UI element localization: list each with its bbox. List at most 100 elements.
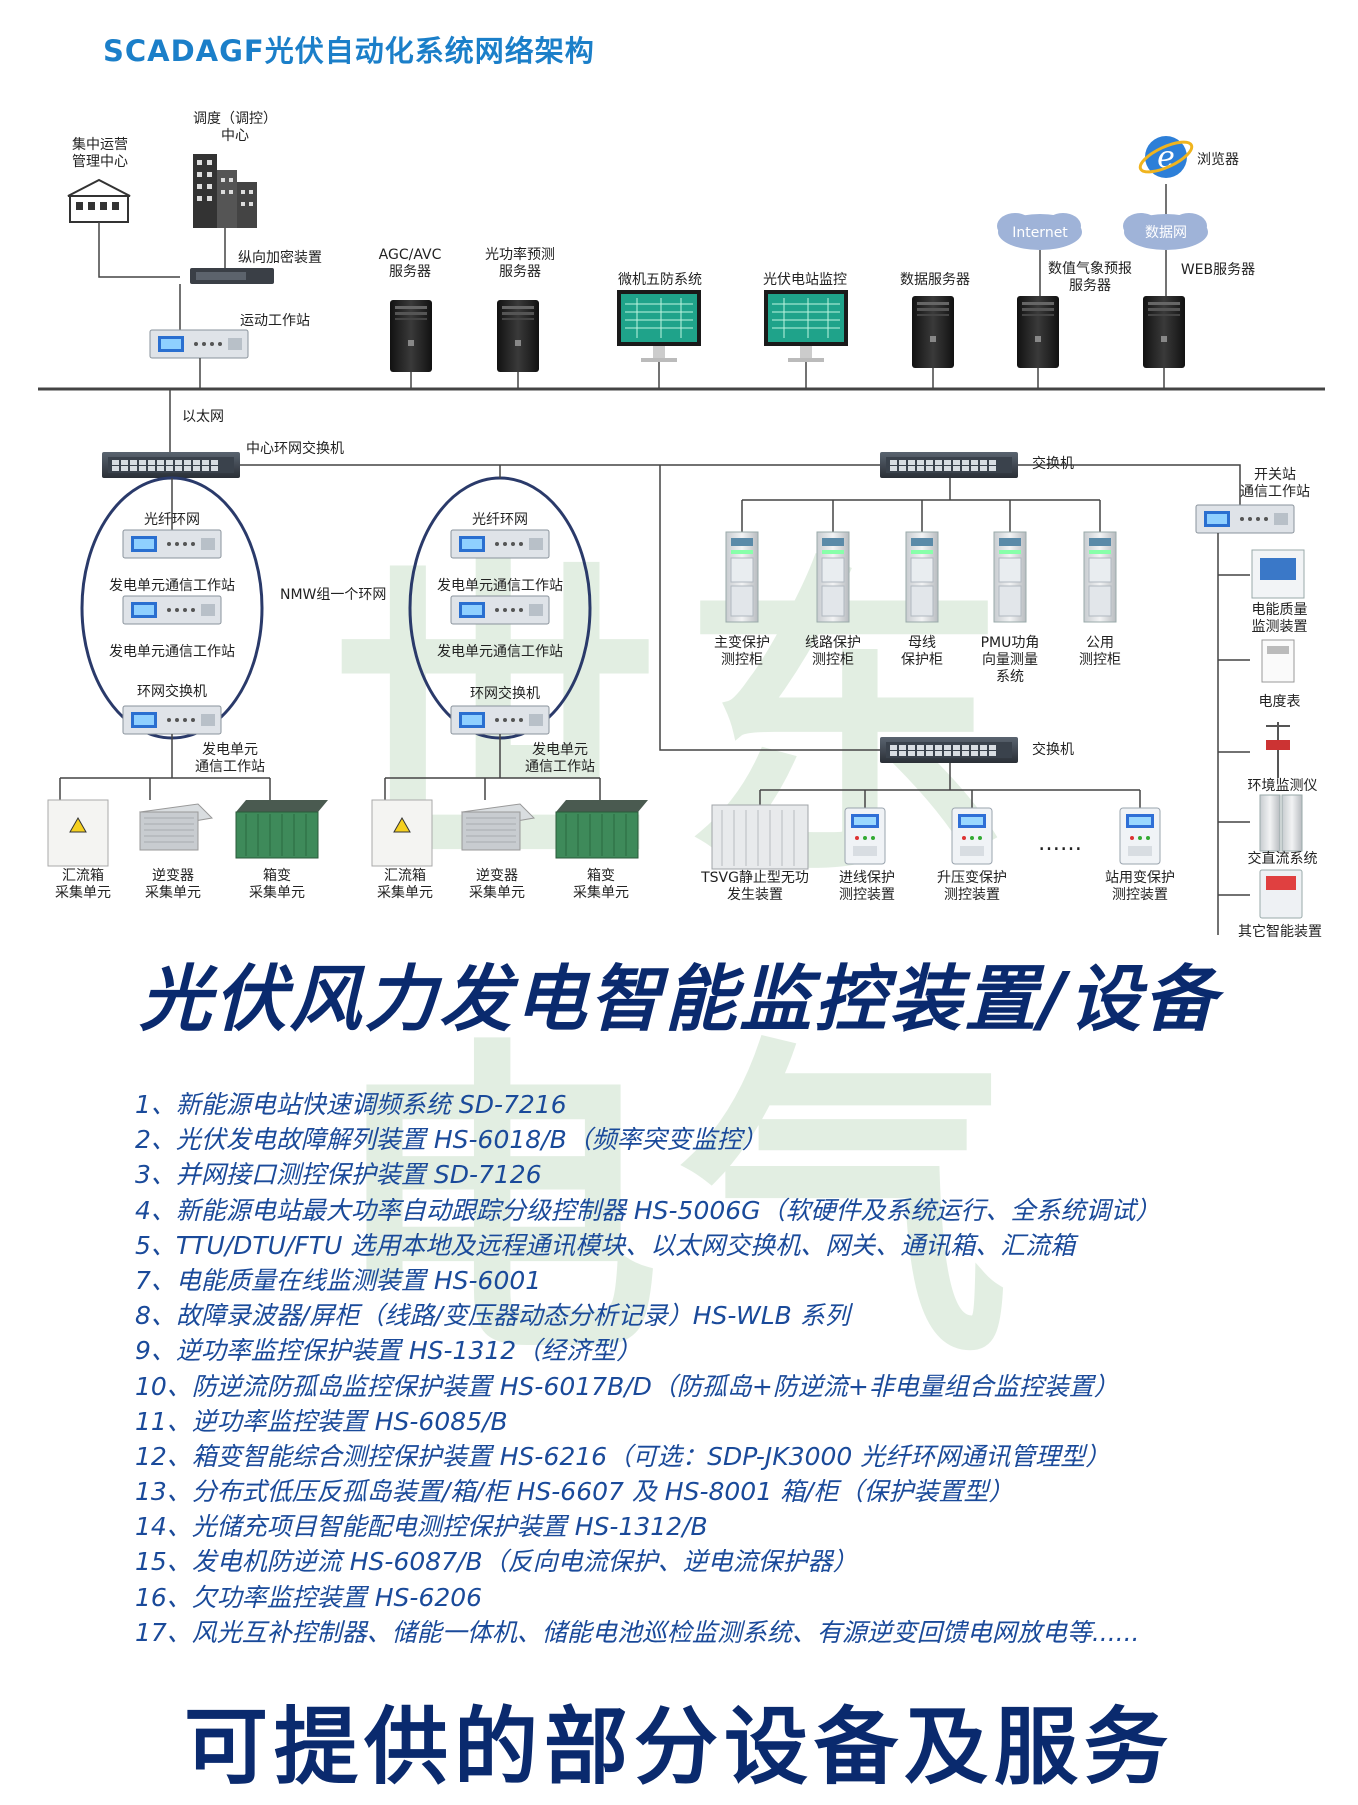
central-switch-label: 中心环网交换机 (246, 441, 344, 457)
datanet-label: 数据网 (1145, 225, 1187, 241)
nmw-label: NMW组一个环网 (280, 587, 387, 603)
data-server-icon (912, 296, 954, 368)
watermark-char: 电 (330, 1013, 660, 1397)
list-item: 5、TTU/DTU/FTU 选用本地及远程通讯模块、以太网交换机、网关、通讯箱、… (135, 1230, 1076, 1260)
list-item: 9、逆功率监控保护装置 HS-1312（经济型） (135, 1336, 642, 1366)
list-item: 12、箱变智能综合测控保护装置 HS-6216（可选：SDP-JK3000 光纤… (135, 1441, 1111, 1471)
telecontrol-label: 运动工作站 (240, 313, 310, 329)
field-left-combiner-label: 汇流箱 采集单元 (55, 868, 111, 901)
cabinet-busbar-icon (905, 531, 939, 623)
pv-monitor-label: 光伏电站监控 (763, 272, 847, 288)
list-item: 7、电能质量在线监测装置 HS-6001 (135, 1265, 542, 1295)
dispatch-building-icon (193, 154, 257, 228)
agc-avc-server-icon (390, 300, 432, 372)
incoming-protection-label: 进线保护 测控装置 (839, 870, 895, 903)
cabinet-label: PMU功角 向量测量 系统 (980, 635, 1040, 685)
cabinet-public-icon (1083, 531, 1117, 623)
ellipsis-label: …… (1038, 831, 1082, 856)
page-title: SCADAGF光伏自动化系统网络架构 (103, 34, 595, 68)
weather-server-icon (1017, 296, 1059, 368)
env-monitor-label: 环境监测仪 (1247, 778, 1318, 794)
list-item: 15、发电机防逆流 HS-6087/B（反向电流保护、逆电流保护器） (135, 1547, 858, 1577)
electric-meter-icon (1261, 639, 1295, 683)
list-item: 16、欠功率监控装置 HS-6206 (135, 1582, 483, 1612)
weather-label: 数值气象预报 服务器 (1048, 261, 1132, 294)
list-item: 13、分布式低压反孤岛装置/箱/柜 HS-6607 及 HS-8001 箱/柜（… (135, 1477, 1014, 1507)
tsvg-device-icon (711, 804, 809, 870)
list-item: 3、并网接口测控保护装置 SD-7126 (135, 1160, 542, 1190)
cabinet-label: 母线 保护柜 (901, 635, 943, 668)
other-devices-label: 其它智能装置 (1238, 924, 1322, 940)
banner-services: 可提供的部分设备及服务 (183, 1698, 1174, 1796)
ring-left-ringswitch-label: 环网交换机 (137, 684, 207, 700)
box-transformer-left-icon (235, 800, 328, 859)
field-right-inverter-label: 逆变器 采集单元 (469, 868, 525, 901)
web-label: WEB服务器 (1180, 262, 1256, 278)
combiner-box-left-icon (47, 799, 109, 867)
box-transformer-right-icon (555, 800, 648, 859)
list-item: 2、光伏发电故障解列装置 HS-6018/B（频率突变监控） (135, 1125, 767, 1155)
ring-right-ring-switch-icon (450, 705, 550, 735)
ring-left-station-2-icon (122, 595, 222, 625)
encrypt-label: 纵向加密装置 (238, 250, 322, 266)
power-quality-label: 电能质量 监测装置 (1251, 602, 1308, 635)
cabinet-pmu-icon (993, 531, 1027, 623)
list-item: 4、新能源电站最大功率自动跟踪分级控制器 HS-5006G（软硬件及系统运行、全… (135, 1195, 1161, 1225)
switch-station-comm-icon (1195, 504, 1295, 534)
data-server-label: 数据服务器 (900, 272, 970, 288)
cabinet-line-protection-icon (816, 531, 850, 623)
acdc-label: 交直流系统 (1247, 851, 1318, 867)
cabinet-label: 主变保护 测控柜 (714, 635, 770, 668)
ring-right-station-2-icon (450, 595, 550, 625)
ring-right-station1-label: 发电单元通信工作站 (437, 578, 563, 594)
cabinet-main-transformer-icon (725, 531, 759, 623)
central-ring-switch-icon (102, 452, 240, 478)
meter-label: 电度表 (1258, 694, 1301, 710)
list-item: 8、故障录波器/屏柜（线路/变压器动态分析记录）HS-WLB 系列 (135, 1301, 850, 1331)
ethernet-label: 以太网 (182, 409, 224, 425)
ring-right-station2-label: 发电单元通信工作站 (437, 644, 563, 660)
step-up-protection-label: 升压变保护 测控装置 (937, 870, 1007, 903)
switch-1-icon (880, 452, 1018, 478)
pv-forecast-label: 光功率预测 服务器 (485, 247, 555, 280)
ring-left-station2-label: 发电单元通信工作站 (109, 644, 235, 660)
banner-headline: 光伏风力发电智能监控装置/设备 (139, 957, 1219, 1041)
pv-forecast-server-icon (497, 300, 539, 372)
field-right-box-label: 箱变 采集单元 (573, 868, 629, 901)
internet-cloud-icon (997, 213, 1082, 250)
datanet-cloud-icon (1123, 213, 1208, 250)
list-item: 14、光储充项目智能配电测控保护装置 HS-1312/B (135, 1512, 708, 1542)
ring-left-station-1-icon (122, 529, 222, 559)
ring-left-station1-label: 发电单元通信工作站 (109, 578, 235, 594)
switch2-label: 交换机 (1032, 742, 1074, 758)
cabinet-label: 公用 测控柜 (1079, 635, 1121, 668)
combiner-box-right-icon (371, 799, 433, 867)
ring-left-fiber-label: 光纤环网 (144, 512, 200, 528)
switch-2-icon (880, 737, 1018, 763)
switch1-label: 交换机 (1032, 456, 1074, 472)
list-item: 17、风光互补控制器、储能一体机、储能电池巡检监测系统、有源逆变回馈电网放电等.… (135, 1617, 1140, 1647)
internet-label: Internet (1012, 225, 1068, 241)
telecontrol-station-icon (149, 329, 249, 359)
browser-label: 浏览器 (1197, 152, 1239, 168)
acdc-system-icon (1259, 794, 1303, 852)
web-server-icon (1143, 296, 1185, 368)
inverter-left-icon (139, 803, 214, 851)
station-transformer-protection-device-icon (1119, 807, 1161, 865)
watermark-char: 气 (680, 1013, 1010, 1397)
field-left-inverter-label: 逆变器 采集单元 (145, 868, 201, 901)
five-prevention-monitor-icon (616, 289, 702, 363)
list-item: 11、逆功率监控装置 HS-6085/B (135, 1406, 508, 1436)
inverter-right-icon (461, 803, 536, 851)
other-smart-device-icon (1259, 869, 1303, 919)
central-ops-icon (67, 178, 131, 223)
cabinet-label: 线路保护 测控柜 (805, 635, 861, 668)
field-right-combiner-label: 汇流箱 采集单元 (377, 868, 433, 901)
environment-monitor-icon (1266, 722, 1290, 778)
product-list: 1、新能源电站快速调频系统 SD-7216 2、光伏发电故障解列装置 HS-60… (135, 1087, 1161, 1650)
tsvg-label: TSVG静止型无功 发生装置 (701, 870, 809, 903)
ring-left-ring-switch-icon (122, 705, 222, 735)
dispatch-label: 调度（调控） 中心 (193, 111, 277, 144)
station-transformer-label: 站用变保护 测控装置 (1105, 870, 1175, 903)
